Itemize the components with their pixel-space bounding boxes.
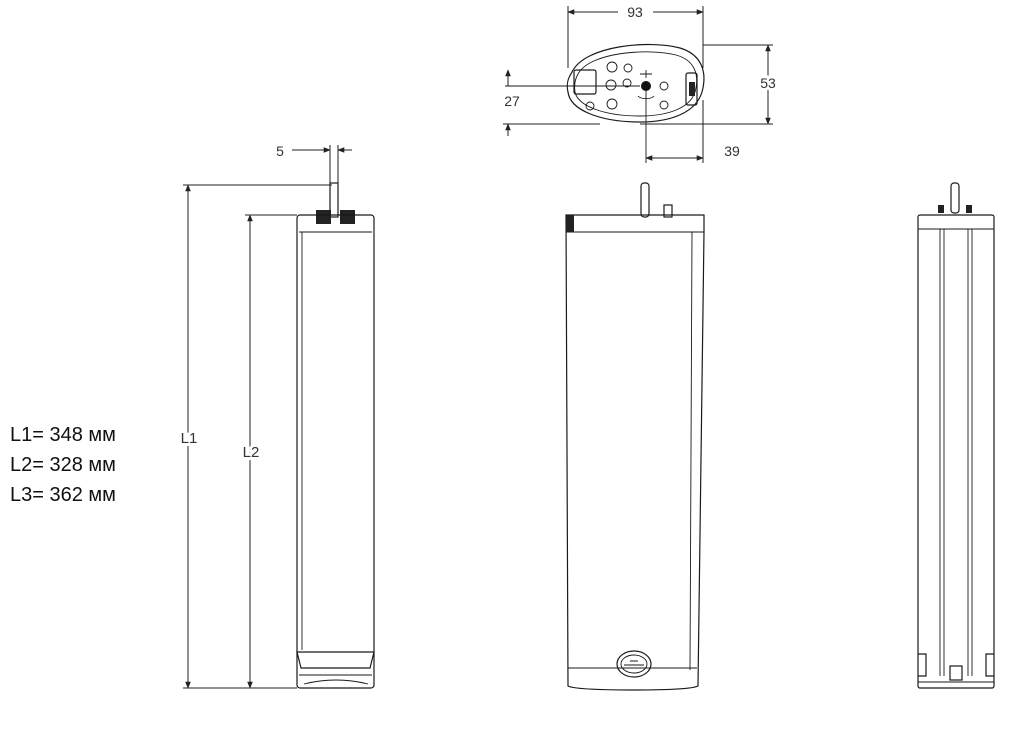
side-view: 5 L1 L2 <box>178 143 375 689</box>
length-l2-text: L2= 328 мм <box>10 454 116 476</box>
l2-label: L2 <box>243 444 260 461</box>
dim-width-label: 93 <box>627 4 643 20</box>
top-view-oval <box>566 43 705 123</box>
length-l1-text: L1= 348 мм <box>10 424 116 446</box>
dim-offset-left-label: 27 <box>504 93 520 109</box>
length-l3-text: L3= 362 мм <box>10 484 116 506</box>
top-view: 93 53 27 39 <box>503 4 779 163</box>
front-view <box>565 182 705 691</box>
dim-depth-label: 53 <box>760 75 776 91</box>
dim-offset-bottom-label: 39 <box>724 143 740 159</box>
right-view <box>917 182 995 689</box>
l1-label: L1 <box>181 430 198 447</box>
dim-pipe-label: 5 <box>276 143 284 159</box>
